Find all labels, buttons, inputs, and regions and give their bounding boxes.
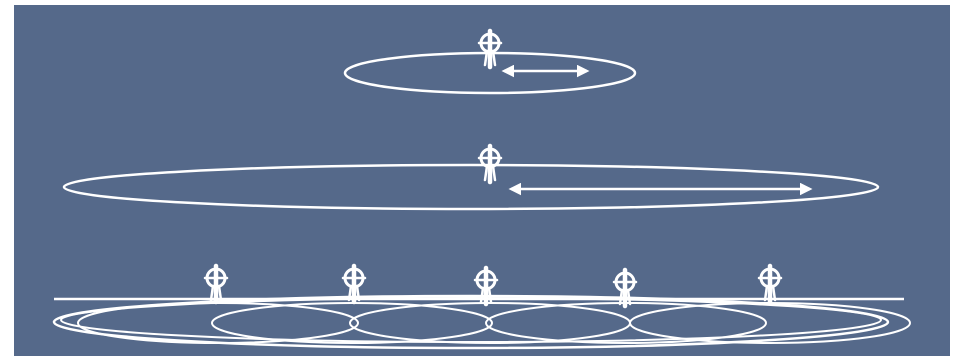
diagram-panel xyxy=(14,5,950,356)
diagram-canvas xyxy=(14,5,950,356)
